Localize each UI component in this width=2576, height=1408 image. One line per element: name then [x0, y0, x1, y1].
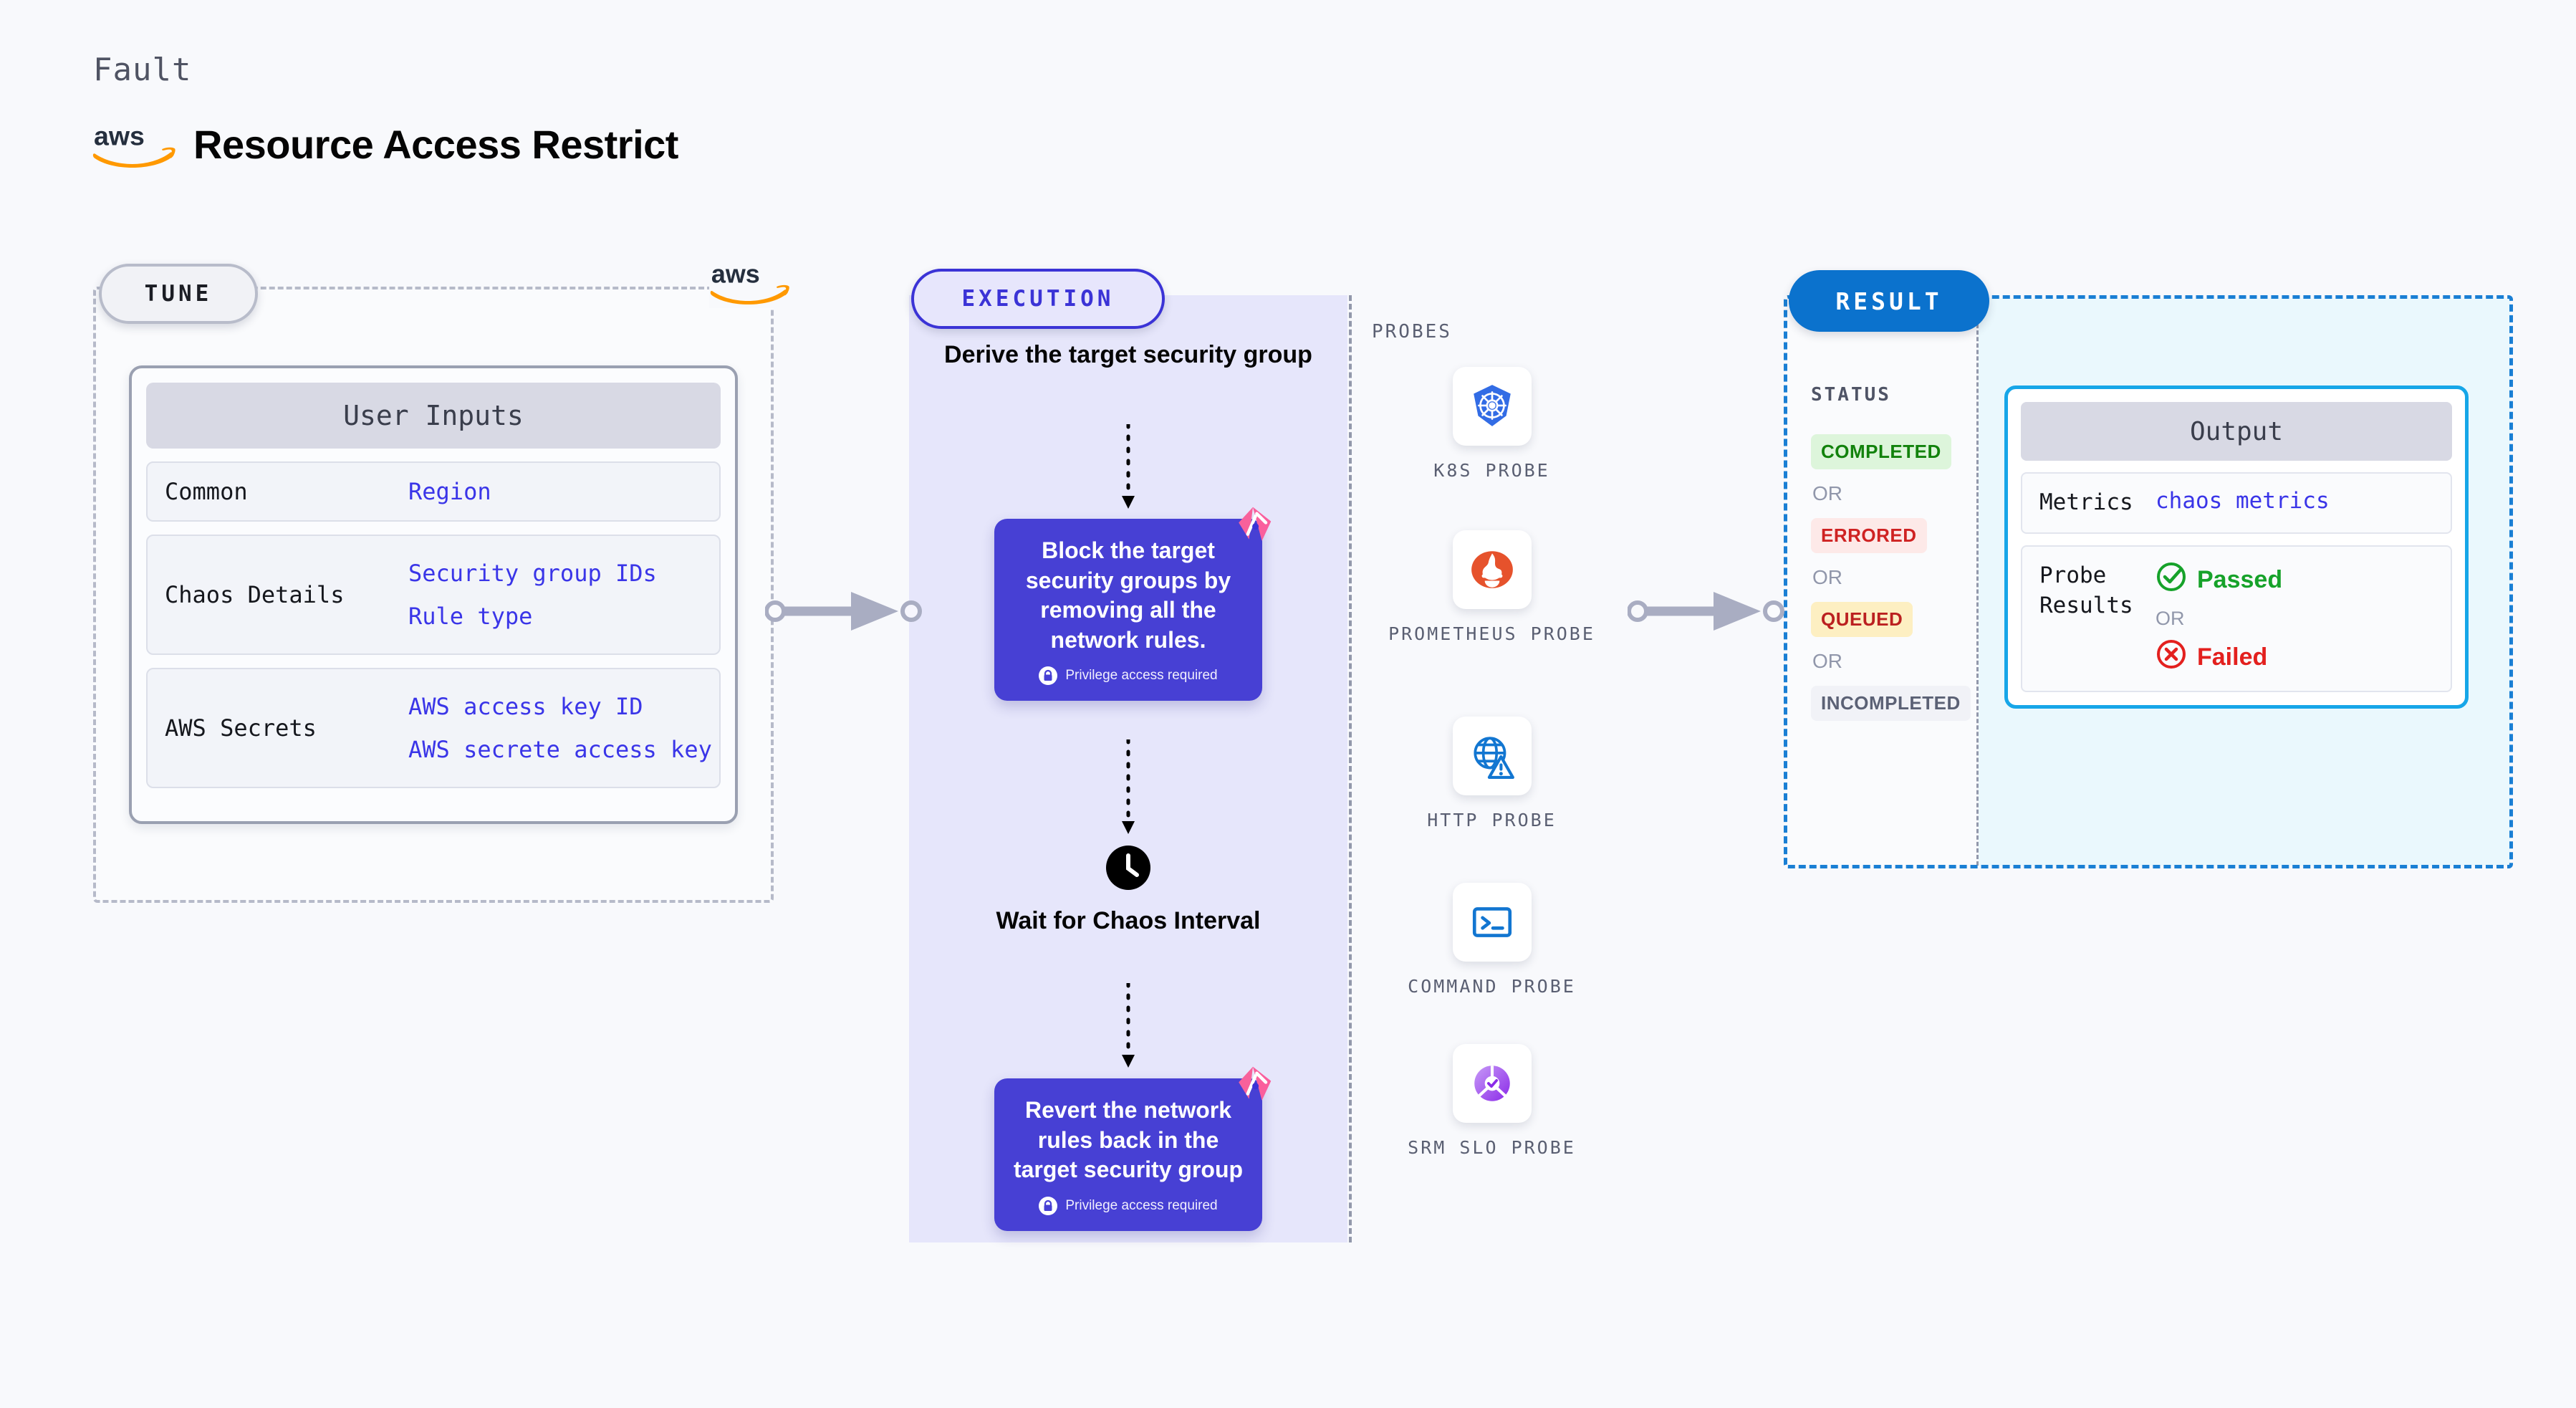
- user-inputs-title: User Inputs: [146, 383, 721, 449]
- output-row-metrics[interactable]: Metrics chaos metrics: [2021, 472, 2452, 534]
- flow-step-block-privilege: Privilege access required: [1009, 666, 1248, 686]
- privilege-text: Privilege access required: [1065, 668, 1218, 684]
- probe-http[interactable]: HTTP PROBE: [1352, 717, 1632, 833]
- probe-label: PROMETHEUS PROBE: [1388, 623, 1595, 644]
- passed-label: Passed: [2197, 565, 2283, 593]
- connector-tune-to-execution: [764, 586, 930, 636]
- tune-row-label: Common: [165, 478, 248, 505]
- x-circle-icon: [2156, 638, 2187, 676]
- lock-icon: [1039, 1196, 1058, 1215]
- tune-value[interactable]: Rule type: [408, 603, 533, 630]
- probe-prometheus[interactable]: PROMETHEUS PROBE: [1352, 530, 1632, 646]
- flow-step-revert-privilege: Privilege access required: [1009, 1196, 1248, 1215]
- result-pill-label: RESULT: [1789, 270, 1989, 332]
- flow-arrow-3: [1120, 981, 1137, 1074]
- clock-icon: [1106, 846, 1150, 890]
- flow-step-block-text: Block the target security groups by remo…: [1025, 537, 1231, 653]
- tune-row-aws-secrets[interactable]: AWS Secrets AWS access key ID AWS secret…: [146, 668, 721, 788]
- tune-pill-label: TUNE: [99, 264, 258, 324]
- probe-result-passed: Passed: [2156, 561, 2282, 599]
- probe-label: HTTP PROBE: [1427, 810, 1557, 830]
- svg-text:aws: aws: [94, 121, 145, 151]
- probe-command[interactable]: COMMAND PROBE: [1352, 883, 1632, 999]
- user-inputs-card: User Inputs Common Region Chaos Details …: [129, 365, 738, 824]
- execution-panel: Derive the target security group: [906, 269, 1632, 1245]
- status-or-label: OR: [1812, 482, 1842, 504]
- tune-value[interactable]: Region: [408, 478, 491, 505]
- connector-execution-to-result: [1627, 586, 1797, 636]
- probe-srm-slo[interactable]: SRM SLO PROBE: [1352, 1044, 1632, 1160]
- flow-step-wait-label: Wait for Chaos Interval: [996, 907, 1261, 934]
- output-title: Output: [2021, 402, 2452, 461]
- status-section-label: STATUS: [1811, 384, 1891, 406]
- status-badge-completed: COMPLETED: [1811, 434, 1951, 469]
- probe-result-or-label: OR: [2156, 607, 2185, 629]
- result-status-column: STATUS COMPLETED OR ERRORED OR QUEUED OR…: [1787, 298, 1979, 866]
- status-badge-list: COMPLETED OR ERRORED OR QUEUED OR INCOMP…: [1811, 434, 1971, 721]
- output-row-probe-results[interactable]: Probe Results Passed OR: [2021, 545, 2452, 692]
- flow-step-revert-text: Revert the network rules back in the tar…: [1013, 1097, 1244, 1183]
- flow-step-revert-card[interactable]: Revert the network rules back in the tar…: [994, 1066, 1272, 1231]
- tune-row-chaos-details[interactable]: Chaos Details Security group IDs Rule ty…: [146, 535, 721, 655]
- tune-panel: TUNE User Inputs Common Region Chaos Det…: [93, 264, 774, 903]
- tune-value[interactable]: Security group IDs: [408, 560, 657, 587]
- page-title-row: aws Resource Access Restrict: [92, 120, 678, 168]
- tune-row-label: Chaos Details: [165, 581, 345, 608]
- page-title: Resource Access Restrict: [193, 121, 678, 167]
- status-or-label: OR: [1812, 566, 1842, 588]
- probe-label: K8S PROBE: [1433, 460, 1550, 481]
- tune-aws-logo-icon: aws: [709, 257, 792, 308]
- tune-row-common[interactable]: Common Region: [146, 461, 721, 522]
- flow-arrow-2: [1120, 737, 1137, 841]
- privilege-text: Privilege access required: [1065, 1197, 1218, 1213]
- harness-fault-icon: [1234, 506, 1272, 542]
- page-eyebrow: Fault: [93, 52, 192, 88]
- probe-label: SRM SLO PROBE: [1408, 1137, 1576, 1158]
- result-output-column: Output Metrics chaos metrics Probe Resul…: [1979, 298, 2510, 866]
- output-card: Output Metrics chaos metrics Probe Resul…: [2004, 385, 2469, 709]
- output-metrics-value[interactable]: chaos metrics: [2156, 488, 2330, 514]
- http-globe-warning-icon: [1452, 717, 1532, 795]
- flow-step-derive-label: Derive the target security group: [944, 341, 1312, 368]
- flow-step-block-card[interactable]: Block the target security groups by remo…: [994, 507, 1272, 701]
- failed-label: Failed: [2197, 643, 2268, 671]
- probes-section-label: PROBES: [1372, 321, 1452, 343]
- aws-logo-icon: aws: [92, 120, 178, 168]
- probe-k8s[interactable]: K8S PROBE: [1352, 367, 1632, 483]
- status-badge-queued: QUEUED: [1811, 602, 1913, 637]
- harness-fault-icon: [1234, 1065, 1272, 1101]
- lock-icon: [1039, 666, 1058, 686]
- probe-result-failed: Failed: [2156, 638, 2282, 676]
- output-probe-results-label: Probe Results: [2039, 562, 2133, 618]
- output-metrics-label: Metrics: [2039, 489, 2133, 515]
- srm-slo-icon: [1452, 1044, 1532, 1123]
- status-badge-errored: ERRORED: [1811, 518, 1927, 553]
- execution-flow: Derive the target security group: [909, 295, 1347, 1242]
- prometheus-icon: [1452, 530, 1532, 609]
- flow-arrow-1: [1120, 422, 1137, 515]
- check-circle-icon: [2156, 561, 2187, 599]
- execution-flow-area: Derive the target security group: [909, 295, 1347, 1242]
- status-badge-incompleted: INCOMPLETED: [1811, 686, 1971, 721]
- execution-pill-label: EXECUTION: [911, 269, 1165, 329]
- tune-value[interactable]: AWS access key ID: [408, 693, 643, 720]
- result-panel: STATUS COMPLETED OR ERRORED OR QUEUED OR…: [1784, 270, 2513, 868]
- status-or-label: OR: [1812, 650, 1842, 672]
- kubernetes-icon: [1452, 367, 1532, 446]
- probe-label: COMMAND PROBE: [1408, 976, 1576, 997]
- terminal-icon: [1452, 883, 1532, 962]
- tune-row-label: AWS Secrets: [165, 714, 317, 742]
- tune-value[interactable]: AWS secrete access key: [408, 736, 712, 763]
- probes-area: PROBES: [1349, 295, 1629, 1242]
- svg-text:aws: aws: [711, 259, 760, 289]
